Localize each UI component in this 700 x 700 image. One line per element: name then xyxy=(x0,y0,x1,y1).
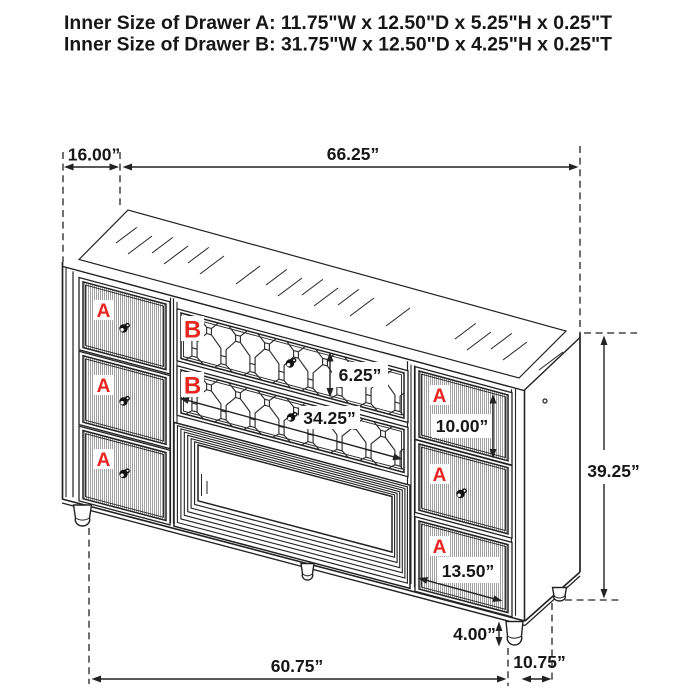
svg-text:A: A xyxy=(97,450,111,471)
svg-text:16.00”: 16.00” xyxy=(68,145,121,165)
svg-text:4.00”: 4.00” xyxy=(453,624,496,644)
svg-text:B: B xyxy=(184,317,201,344)
svg-text:A: A xyxy=(97,301,111,322)
svg-text:A: A xyxy=(433,386,447,407)
svg-text:39.25”: 39.25” xyxy=(587,461,640,481)
svg-text:34.25”: 34.25” xyxy=(303,408,356,428)
svg-text:10.75”: 10.75” xyxy=(513,652,566,672)
svg-text:A: A xyxy=(433,465,447,486)
svg-text:6.25”: 6.25” xyxy=(339,365,382,385)
svg-text:66.25”: 66.25” xyxy=(327,144,380,164)
svg-text:60.75”: 60.75” xyxy=(271,656,324,676)
svg-text:A: A xyxy=(97,376,111,397)
svg-text:10.00”: 10.00” xyxy=(436,416,489,436)
svg-text:Inner Size of Drawer A: 11.75": Inner Size of Drawer A: 11.75"W x 12.50"… xyxy=(64,13,612,34)
svg-text:13.50”: 13.50” xyxy=(442,561,495,581)
svg-text:B: B xyxy=(184,373,201,400)
svg-text:Inner Size of Drawer B: 31.75": Inner Size of Drawer B: 31.75"W x 12.50"… xyxy=(64,35,612,56)
svg-text:A: A xyxy=(433,537,447,558)
